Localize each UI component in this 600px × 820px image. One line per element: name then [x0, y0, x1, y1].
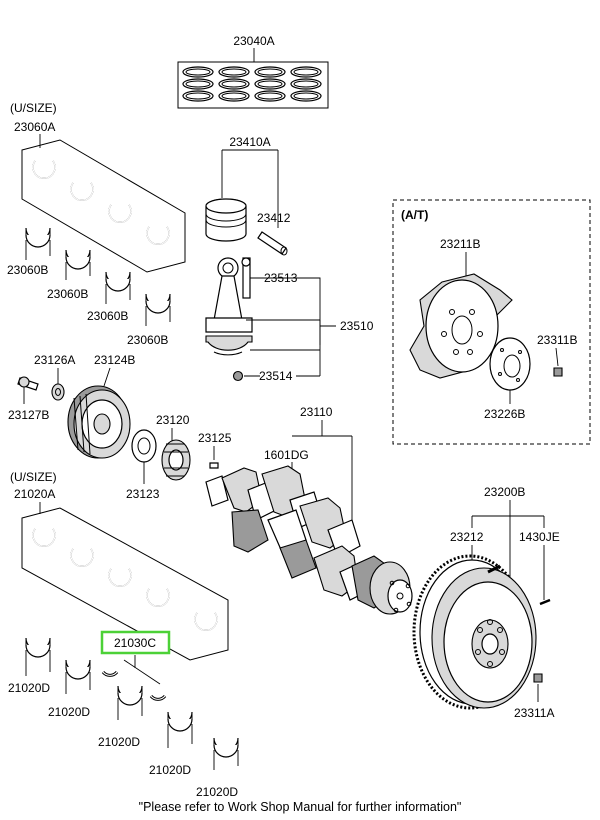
crankshaft[interactable]: 23110 1601DG [205, 405, 413, 615]
label-23123: 23123 [126, 487, 160, 501]
label-21020D-5: 21020D [196, 785, 238, 799]
label-23125: 23125 [198, 431, 232, 445]
label-23120: 23120 [156, 413, 190, 427]
label-23510: 23510 [340, 319, 374, 333]
conrod-bearing-set-undersize[interactable]: (U/SIZE) 23060A [10, 101, 186, 273]
label-23311B: 23311B [537, 333, 577, 347]
label-23060A: 23060A [14, 120, 55, 134]
automatic-transmission-drive-plate[interactable]: (A/T) 23211B 23226B 23311B [392, 199, 591, 445]
conrod-bearing-23060B[interactable]: 23060B 23060B 23060B 23060B [7, 227, 171, 347]
main-bearing-21020D[interactable]: 21020D 21020D 21020D 21020D 21020D [8, 637, 239, 799]
label-23040A: 23040A [233, 34, 274, 48]
connecting-rod-assembly[interactable]: 23513 23510 23514 [205, 257, 374, 383]
crankshaft-pulley-group[interactable]: 23126A 23124B 23127B [8, 353, 135, 459]
footer-note: "Please refer to Work Shop Manual for fu… [138, 800, 462, 814]
highlight-box [100, 630, 171, 655]
label-23127B: 23127B [8, 408, 49, 422]
label-23311A: 23311A [514, 706, 554, 720]
label-23212: 23212 [450, 530, 484, 544]
label-at: (A/T) [401, 208, 428, 222]
label-21020D-4: 21020D [149, 763, 191, 777]
label-usize-top: (U/SIZE) [10, 101, 57, 115]
flywheel-assembly[interactable]: 23200B 23212 1430JE 23311A [412, 485, 560, 720]
thrust-washer-21030C[interactable]: 21030C [100, 630, 171, 701]
label-23124B: 23124B [94, 353, 135, 367]
label-usize-mid: (U/SIZE) [10, 470, 57, 484]
label-23060B-3: 23060B [87, 309, 128, 323]
label-21020D-2: 21020D [48, 705, 90, 719]
label-23126A: 23126A [34, 353, 75, 367]
timing-sprocket-group[interactable]: 23120 23123 23125 [126, 413, 232, 501]
label-23110: 23110 [300, 405, 333, 419]
label-21020A: 21020A [14, 487, 55, 501]
label-21030C: 21030C [114, 636, 156, 650]
label-21020D-3: 21020D [98, 735, 140, 749]
label-23060B-2: 23060B [47, 287, 88, 301]
at-dashed-box [392, 199, 591, 445]
label-1430JE: 1430JE [519, 530, 560, 544]
piston-and-pin[interactable]: 23410A 23412 [205, 135, 291, 256]
label-23514: 23514 [259, 369, 293, 383]
label-23412: 23412 [257, 211, 291, 225]
label-1601DG: 1601DG [264, 448, 309, 462]
label-23200B: 23200B [484, 485, 525, 499]
label-21020D-1: 21020D [8, 681, 50, 695]
piston-ring-set[interactable]: 23040A [177, 34, 329, 109]
label-23060B-4: 23060B [127, 333, 168, 347]
main-bearing-set-undersize[interactable]: (U/SIZE) 21020A [10, 470, 229, 661]
label-23211B: 23211B [440, 237, 480, 251]
label-23410A: 23410A [229, 135, 270, 149]
label-23226B: 23226B [484, 407, 525, 421]
label-23060B-1: 23060B [7, 263, 48, 277]
